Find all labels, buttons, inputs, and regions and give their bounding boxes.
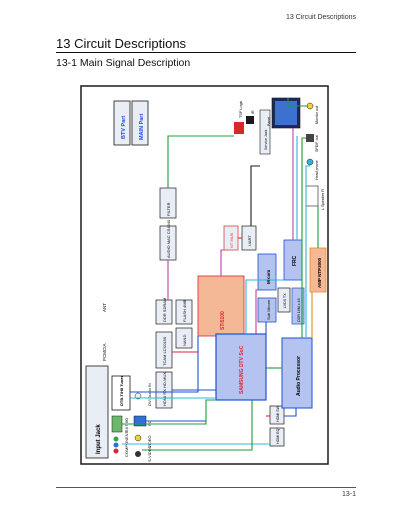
monitor-out-bus (287, 98, 308, 107)
monitor-out-connector: Monitor out (306, 102, 319, 124)
hdmi-mux-block: HDMI RX HD-MUX (155, 371, 173, 409)
running-head: 13 Circuit Descriptions (285, 14, 356, 21)
tsp-logic-label: TSP Logic (239, 100, 243, 118)
svideo-connector: S-VIDEO (135, 446, 152, 462)
ir-label: IR (251, 110, 255, 114)
tuner-label: DTB-T/H8 Tuner (119, 375, 124, 406)
footer-rule (56, 487, 356, 488)
panel-ddr-block: DDR 16M x 16 (291, 287, 305, 325)
input-jack-label: Input Jack (96, 424, 102, 454)
main-soc-label: SAMSUNG DTV SoC (239, 345, 245, 394)
title-rule (56, 52, 356, 53)
service-jack-block: Service Jack (259, 109, 271, 155)
headphone-connector: Head phone (306, 158, 319, 180)
ir-sensor: IR (246, 110, 255, 124)
hdmi-eq-label: HDMI EQ (276, 428, 280, 444)
ant-label: ANT (102, 303, 107, 312)
pc-label: PC (147, 420, 152, 426)
hdmi-switch-block: HDMI SW (269, 405, 285, 425)
block-diagram-svg: BTV Part MAIN Part Input Jack PCMCIA ANT… (80, 85, 329, 465)
tcam-label: TCAM LCX0150 (162, 336, 167, 366)
signal-buses (122, 98, 319, 451)
audio-processor-block: Audio Processor (281, 337, 313, 409)
panel-display: Panel (267, 97, 301, 129)
service-jack-label: Service Jack (264, 129, 268, 150)
panel-ddr-label: DDR 16M x 16 (297, 298, 301, 322)
btv-soc-label: STi5100 (220, 311, 226, 330)
sub-micom-label: Sub Micom (266, 299, 271, 320)
hdmi-to-audio-bus (284, 408, 297, 417)
ddr-block: DDR SDRAM (155, 298, 173, 325)
pcmcia-label: PCMCIA (102, 343, 107, 361)
audio-mac-block: AUDIO MAC CS4340 (159, 219, 177, 261)
uart-label: UART (247, 235, 252, 246)
ext-io-bus (122, 399, 216, 425)
svideo-label: S-VIDEO (147, 446, 152, 462)
chapter-title: 13 Circuit Descriptions (56, 36, 187, 51)
main-label-box: MAIN Part (131, 100, 149, 146)
nand-label: NAND (182, 335, 187, 346)
page-number: 13-1 (341, 491, 356, 498)
btv-to-mux-bus (220, 249, 224, 276)
signal-block-diagram: BTV Part MAIN Part Input Jack PCMCIA ANT… (56, 76, 356, 472)
spdif-label: SPDIF out (315, 135, 319, 152)
btv-soc-block: STi5100 (197, 275, 245, 337)
nt-mux-block: NT MUX (223, 225, 239, 251)
btv-label-box: BTV Part (113, 100, 131, 146)
nand-block: NAND (175, 327, 193, 349)
ext-io-label: EXT I/O (124, 418, 129, 432)
filter-label: FILTER (166, 202, 171, 216)
monitor-out-label: Monitor out (315, 106, 319, 124)
main-soc-block: SAMSUNG DTV SoC (215, 333, 267, 401)
tcam-block: TCAM LCX0150 (155, 331, 173, 369)
lvds-label: LVDS TX (283, 293, 287, 308)
panel-label: Panel (267, 117, 271, 126)
video-label: VIDEO (147, 436, 152, 448)
spdif-connector: SPDIF out (306, 134, 319, 152)
sub-micom-block: Sub Micom (257, 297, 277, 323)
micom-label: Micom (266, 270, 271, 284)
headphone-label: Head phone (315, 160, 319, 180)
soc-to-micom-link (255, 289, 258, 334)
hdmi-mux-label: HDMI RX HD-MUX (162, 372, 167, 406)
filter-output-bus (167, 135, 234, 188)
dvi-audio-label: DVI Audio IN (147, 383, 152, 406)
flash-label: FLASH 4MB (182, 299, 187, 322)
lvds-block: LVDS TX (277, 287, 291, 313)
soc-to-frc-bus (245, 279, 284, 334)
audio-processor-label: Audio Processor (296, 356, 302, 396)
main-label: MAIN Part (139, 114, 145, 140)
amp-block: AMP NTP3000 (309, 247, 327, 293)
audio-mac-label: AUDIO MAC CS4340 (166, 219, 171, 258)
uart-block: UART (241, 225, 257, 251)
micom-block: Micom (257, 253, 277, 291)
filter-block: FILTER (159, 187, 177, 219)
audio-to-spdif-bus (301, 137, 306, 338)
video-connector: VIDEO (134, 434, 152, 448)
hdmi-switch-label: HDMI SW (276, 405, 280, 422)
section-title: 13-1 Main Signal Description (56, 57, 191, 69)
video-bus (142, 400, 253, 451)
frc-block: FRC (283, 239, 303, 281)
tuner-block: DTB-T/H8 Tuner (111, 375, 131, 411)
uart-to-service-link (250, 165, 260, 226)
tsp-logic-block: TSP Logic (234, 100, 244, 134)
ddr-label: DDR SDRAM (162, 298, 167, 322)
frc-label: FRC (292, 255, 298, 266)
nt-mux-label: NT MUX (229, 232, 234, 248)
btv-label: BTV Part (121, 116, 127, 139)
amp-label: AMP NTP3000 (317, 257, 322, 288)
tuner-to-soc-bus (130, 336, 199, 393)
input-jack-panel: Input Jack (85, 365, 109, 459)
hdmi-eq-block: HDMI EQ (269, 427, 285, 447)
speaker-label: L Speaker R (321, 189, 325, 210)
flash-block: FLASH 4MB (175, 299, 193, 325)
audio-to-headphone-bus (305, 165, 310, 338)
